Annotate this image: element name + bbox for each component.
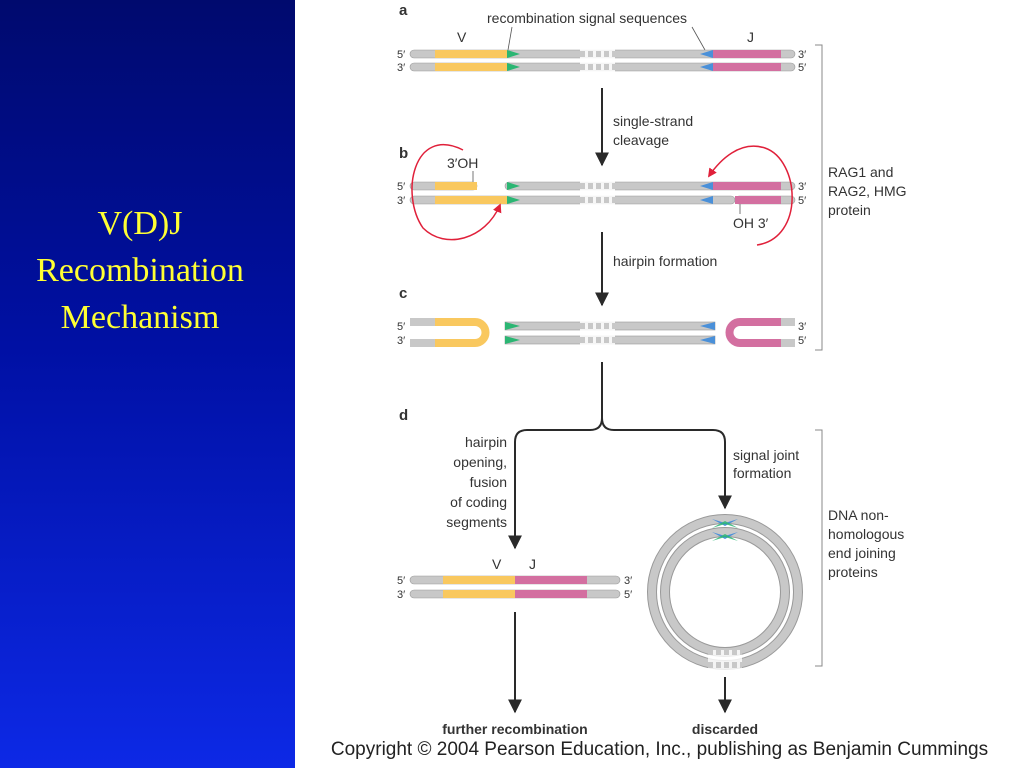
enzyme-rag-line3: protein <box>828 202 871 218</box>
enzyme-rag-line2: RAG2, HMG <box>828 183 907 199</box>
coding-joint-duplex <box>409 575 621 599</box>
panel-label-d: d <box>399 407 408 424</box>
red-arrow-left <box>411 143 502 241</box>
title-line-3: Mechanism <box>60 299 220 336</box>
outcome-discarded: discarded <box>692 721 758 737</box>
enzyme-nhej-line2: homologous <box>828 526 904 542</box>
end-label-a-top-right: 3′ <box>798 49 806 61</box>
step-opening-line4: of coding <box>450 494 507 510</box>
arrow-to-signal-joint <box>601 417 732 510</box>
red-arrow-right <box>707 145 793 246</box>
end-label-b-bottom-right: 5′ <box>798 195 806 207</box>
title-line-2: Recombination <box>36 252 244 289</box>
recombination-figure: a b c d recombination signal sequences V… <box>295 0 1024 768</box>
end-label-c-bottom-left: 3′ <box>397 335 405 347</box>
end-label-c-top-right: 3′ <box>798 321 806 333</box>
figure-drawing: a b c d recombination signal sequences V… <box>397 2 907 737</box>
copyright-notice: Copyright © 2004 Pearson Education, Inc.… <box>330 739 989 760</box>
end-label-d-top-right: 3′ <box>624 575 632 587</box>
outcome-further-recombination: further recombination <box>442 721 587 737</box>
step-hairpin-label: hairpin formation <box>613 253 717 269</box>
end-label-c-bottom-right: 5′ <box>798 335 806 347</box>
oh-left-label: 3′OH <box>447 155 478 171</box>
rss-label: recombination signal sequences <box>487 10 687 26</box>
end-label-a-top-left: 5′ <box>397 49 405 61</box>
oh-right-label: OH 3′ <box>733 215 769 231</box>
dna-hairpins-c <box>410 318 795 347</box>
end-label-b-top-left: 5′ <box>397 181 405 193</box>
dna-duplex-a <box>409 49 796 72</box>
slide-sidebar: V(D)J Recombination Mechanism <box>0 0 295 768</box>
step-cleavage-line2: cleavage <box>613 132 669 148</box>
dna-duplex-b <box>409 181 796 205</box>
step-opening-line1: hairpin <box>465 434 507 450</box>
step-signal-joint-line2: formation <box>733 465 791 481</box>
panel-label-c: c <box>399 285 407 302</box>
end-label-a-bottom-right: 5′ <box>798 62 806 74</box>
step-opening-line5: segments <box>446 514 507 530</box>
coding-joint-j-label: J <box>529 556 536 572</box>
step-opening-line2: opening, <box>453 454 507 470</box>
end-label-b-bottom-left: 3′ <box>397 195 405 207</box>
segment-v-label: V <box>457 29 467 45</box>
segment-j-label: J <box>747 29 754 45</box>
enzyme-nhej-line3: end joining <box>828 545 896 561</box>
title-line-1: V(D)J <box>97 205 183 242</box>
end-label-d-bottom-left: 3′ <box>397 589 405 601</box>
end-label-d-bottom-right: 5′ <box>624 589 632 601</box>
enzyme-nhej-line4: proteins <box>828 564 878 580</box>
end-label-c-top-left: 5′ <box>397 321 405 333</box>
step-cleavage-line1: single-strand <box>613 113 693 129</box>
slide-title: V(D)J Recombination Mechanism <box>0 200 280 341</box>
signal-joint-circle <box>647 514 803 670</box>
step-opening-line3: fusion <box>470 474 507 490</box>
arrow-to-coding-joint <box>508 362 603 550</box>
coding-joint-v-label: V <box>492 556 502 572</box>
end-label-b-top-right: 3′ <box>798 181 806 193</box>
end-label-a-bottom-left: 3′ <box>397 62 405 74</box>
enzyme-nhej-line1: DNA non- <box>828 507 889 523</box>
panel-label-b: b <box>399 145 408 162</box>
enzyme-rag-line1: RAG1 and <box>828 164 893 180</box>
end-label-d-top-left: 5′ <box>397 575 405 587</box>
step-signal-joint-line1: signal joint <box>733 447 799 463</box>
panel-label-a: a <box>399 2 408 19</box>
